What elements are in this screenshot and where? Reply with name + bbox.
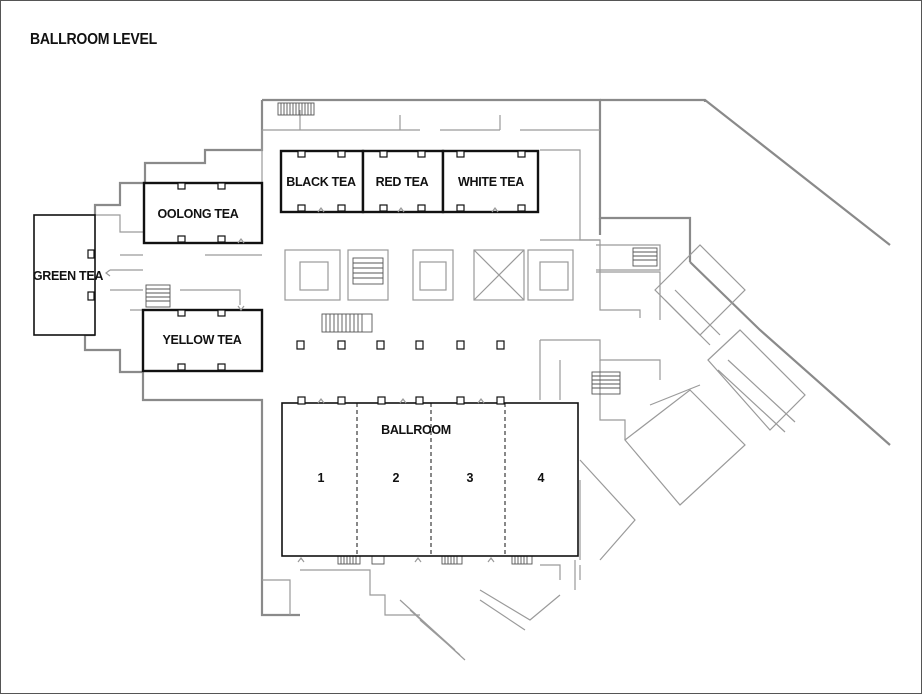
pillars [296,340,505,350]
door-marks [105,207,499,563]
room-white-tea[interactable]: WHITE TEA [441,149,540,214]
room-label-white-tea: WHITE TEA [458,175,524,189]
room-oolong-tea[interactable]: OOLONG TEA [142,181,264,245]
page-title: BALLROOM LEVEL [30,31,157,48]
stairs [145,102,658,565]
ballroom-section-1[interactable]: 1 [318,471,325,485]
room-label-oolong-tea: OOLONG TEA [157,207,238,221]
room-label-red-tea: RED TEA [376,175,429,189]
room-green-tea[interactable]: GREEN TEA [33,214,104,336]
room-label-ballroom: BALLROOM [381,423,451,437]
room-label-yellow-tea: YELLOW TEA [163,333,242,347]
room-yellow-tea[interactable]: YELLOW TEA [141,308,264,373]
ballroom-section-3[interactable]: 3 [467,471,474,485]
ballroom-section-2[interactable]: 2 [393,471,400,485]
room-label-green-tea: GREEN TEA [33,269,103,283]
ballroom-section-4[interactable]: 4 [538,471,545,485]
room-red-tea[interactable]: RED TEA [361,149,445,214]
ballroom[interactable]: BALLROOM 1 2 3 4 [281,396,579,557]
room-black-tea[interactable]: BLACK TEA [279,149,365,214]
building-walls [83,98,891,661]
room-label-black-tea: BLACK TEA [286,175,356,189]
